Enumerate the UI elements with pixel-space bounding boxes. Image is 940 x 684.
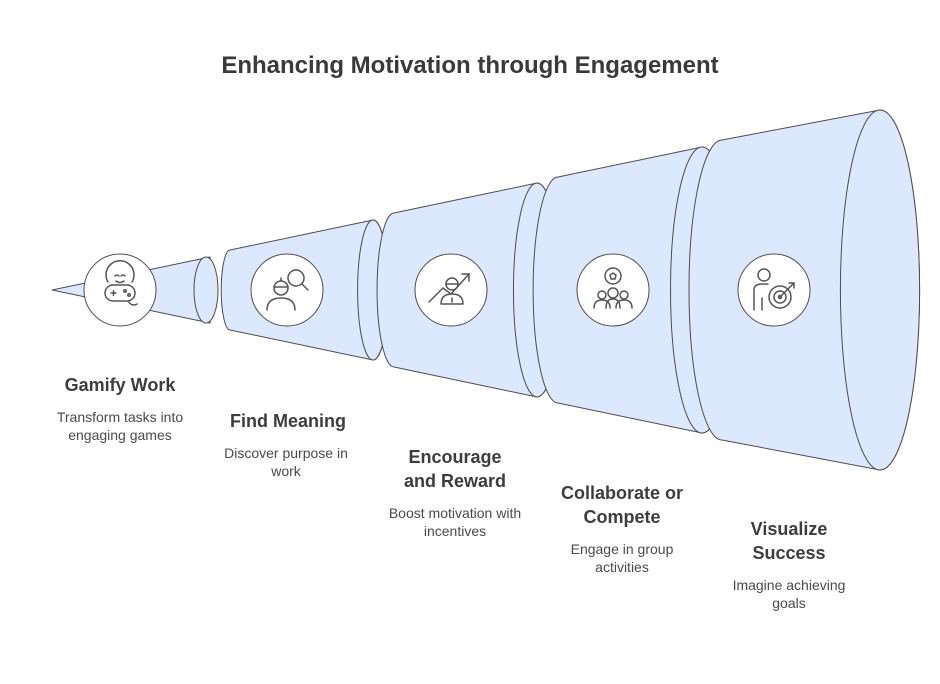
step-2-description: Discover purpose in work <box>201 444 371 480</box>
step-5-title-line-2: Success <box>752 543 826 563</box>
funnel-segment-end-1 <box>193 256 219 324</box>
step-1-description: Transform tasks into engaging games <box>35 408 205 444</box>
person-search-icon <box>250 253 324 327</box>
step-3-title-line-2: and Reward <box>403 471 507 491</box>
step-3-title-line-1: Encourage <box>408 447 502 467</box>
diagram-title: Enhancing Motivation through Engagement <box>221 52 719 79</box>
step-2-desc-line-2: work <box>271 463 301 479</box>
step-5-desc-line-2: goals <box>772 595 806 611</box>
step-5-desc-line-1: Imagine achieving <box>732 577 846 593</box>
step-2-desc-line-1: Discover purpose in <box>224 445 348 461</box>
step-3-title: Encourage and Reward <box>370 445 540 493</box>
step-5-description: Imagine achieving goals <box>704 576 874 612</box>
step-3-desc-line-1: Boost motivation with <box>388 505 522 521</box>
person-target-icon <box>737 253 811 327</box>
step-5-title-line-1: Visualize <box>750 519 828 539</box>
step-4-title-line-2: Compete <box>583 507 661 527</box>
step-4-desc-line-2: activities <box>595 559 649 575</box>
step-3-description: Boost motivation with incentives <box>370 504 540 540</box>
step-1-desc-line-2: engaging games <box>68 427 172 443</box>
step-1-title: Gamify Work <box>35 373 205 397</box>
step-2-title: Find Meaning <box>203 409 373 433</box>
step-2-title-line-1: Find Meaning <box>230 411 346 431</box>
step-1-desc-line-1: Transform tasks into <box>56 409 184 425</box>
step-4-description: Engage in group activities <box>537 540 707 576</box>
step-3-desc-line-2: incentives <box>423 523 487 539</box>
funnel-icons <box>83 253 811 327</box>
step-4-title-line-1: Collaborate or <box>560 483 684 503</box>
step-4-desc-line-1: Engage in group <box>570 541 674 557</box>
team-ball-icon <box>576 253 650 327</box>
growth-reward-icon <box>414 253 488 327</box>
gamepad-icon <box>83 253 157 327</box>
step-5-title: Visualize Success <box>704 517 874 565</box>
funnel-segment-end-5 <box>839 109 921 471</box>
funnel-segment-1 <box>193 256 219 324</box>
step-1-title-line-1: Gamify Work <box>64 375 176 395</box>
step-4-title: Collaborate or Compete <box>537 481 707 529</box>
